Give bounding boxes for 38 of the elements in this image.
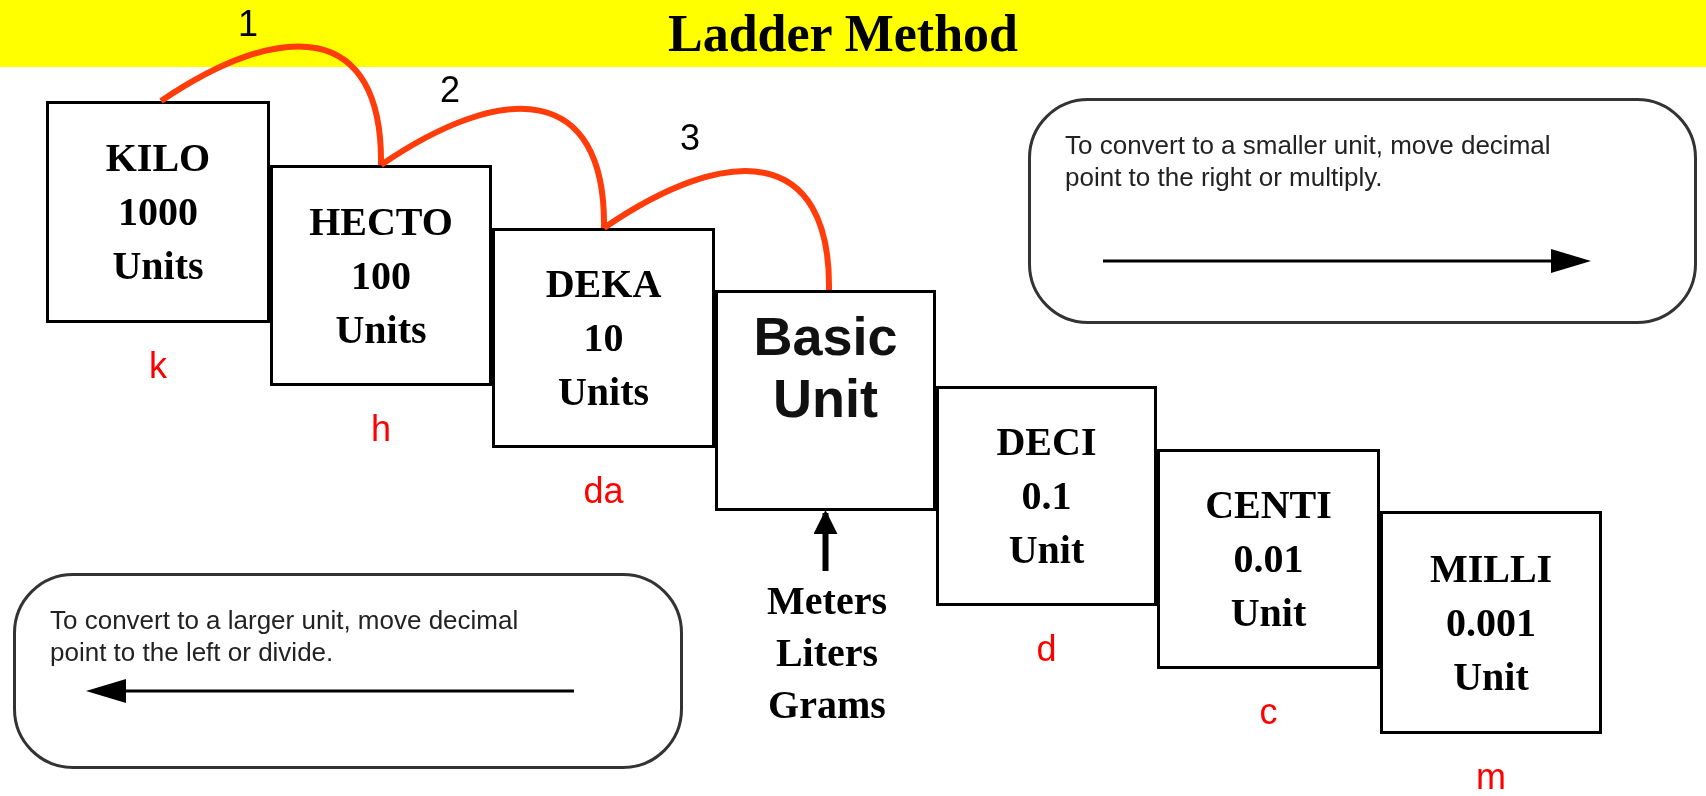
unit-label: 10: [583, 314, 624, 362]
unit-label: Units: [112, 242, 204, 290]
unit-label: Units: [335, 305, 427, 354]
unit-type-label: Meters: [767, 577, 887, 625]
prefix-symbol: h: [370, 411, 392, 447]
edge-label: 1: [238, 6, 259, 42]
unit-label: 0.001: [1446, 598, 1536, 647]
unit-label: Unit: [1453, 652, 1529, 701]
basic-unit-label: Basic Unit: [752, 305, 899, 429]
unit-label: Unit: [1008, 526, 1085, 574]
unit-type-label: Liters: [775, 629, 879, 677]
prefix-symbol: k: [148, 348, 168, 384]
unit-label: KILO: [105, 134, 211, 182]
unit-label: CENTI: [1205, 481, 1332, 529]
arrow: [813, 510, 838, 571]
unit-label: Unit: [1230, 589, 1307, 637]
note-text: To convert to a larger unit, move decimal point to the left or divide.: [50, 604, 520, 668]
note-box: [13, 573, 683, 769]
unit-label: 0.01: [1233, 535, 1304, 583]
prefix-symbol: d: [1035, 631, 1058, 667]
note-text: To convert to a smaller unit, move decimal point to the right or multiply.: [1065, 129, 1552, 193]
prefix-symbol: m: [1475, 759, 1507, 795]
edge-label: 3: [680, 120, 701, 156]
basic-unit-box: [715, 290, 936, 511]
unit-type-label: Grams: [768, 681, 886, 729]
unit-label: MILLI: [1429, 544, 1553, 593]
prefix-symbol: da: [582, 473, 625, 509]
edge-label: 2: [440, 72, 461, 108]
unit-label: DEKA: [545, 260, 662, 308]
unit-label: 1000: [118, 188, 198, 236]
unit-label: 100: [351, 251, 411, 300]
unit-label: Units: [557, 368, 650, 416]
note-box: [1028, 98, 1697, 324]
unit-label: 0.1: [1021, 472, 1072, 520]
unit-label: HECTO: [309, 197, 453, 246]
title: Ladder Method: [667, 3, 1019, 64]
prefix-symbol: c: [1258, 694, 1279, 730]
unit-label: DECI: [996, 418, 1097, 466]
